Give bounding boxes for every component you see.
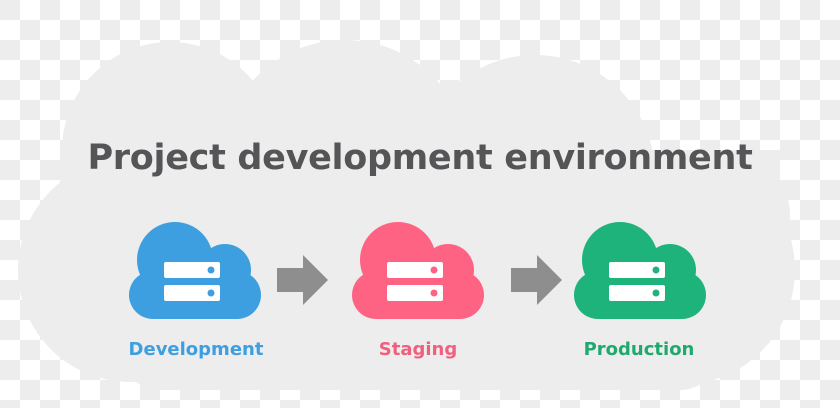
stage-label-production: Production bbox=[583, 339, 695, 360]
arrow-right-icon bbox=[277, 255, 328, 305]
server-icon bbox=[387, 262, 443, 301]
staging-cloud-server-icon bbox=[352, 222, 484, 319]
development-cloud-server-icon bbox=[129, 222, 261, 319]
server-icon bbox=[164, 262, 220, 301]
production-cloud-server-icon bbox=[574, 222, 706, 319]
stage-label-staging: Staging bbox=[378, 339, 458, 360]
arrow-right-icon bbox=[511, 255, 562, 305]
diagram-title: Project development environment bbox=[87, 138, 753, 178]
stage-label-development: Development bbox=[128, 339, 264, 360]
server-icon bbox=[609, 262, 665, 301]
